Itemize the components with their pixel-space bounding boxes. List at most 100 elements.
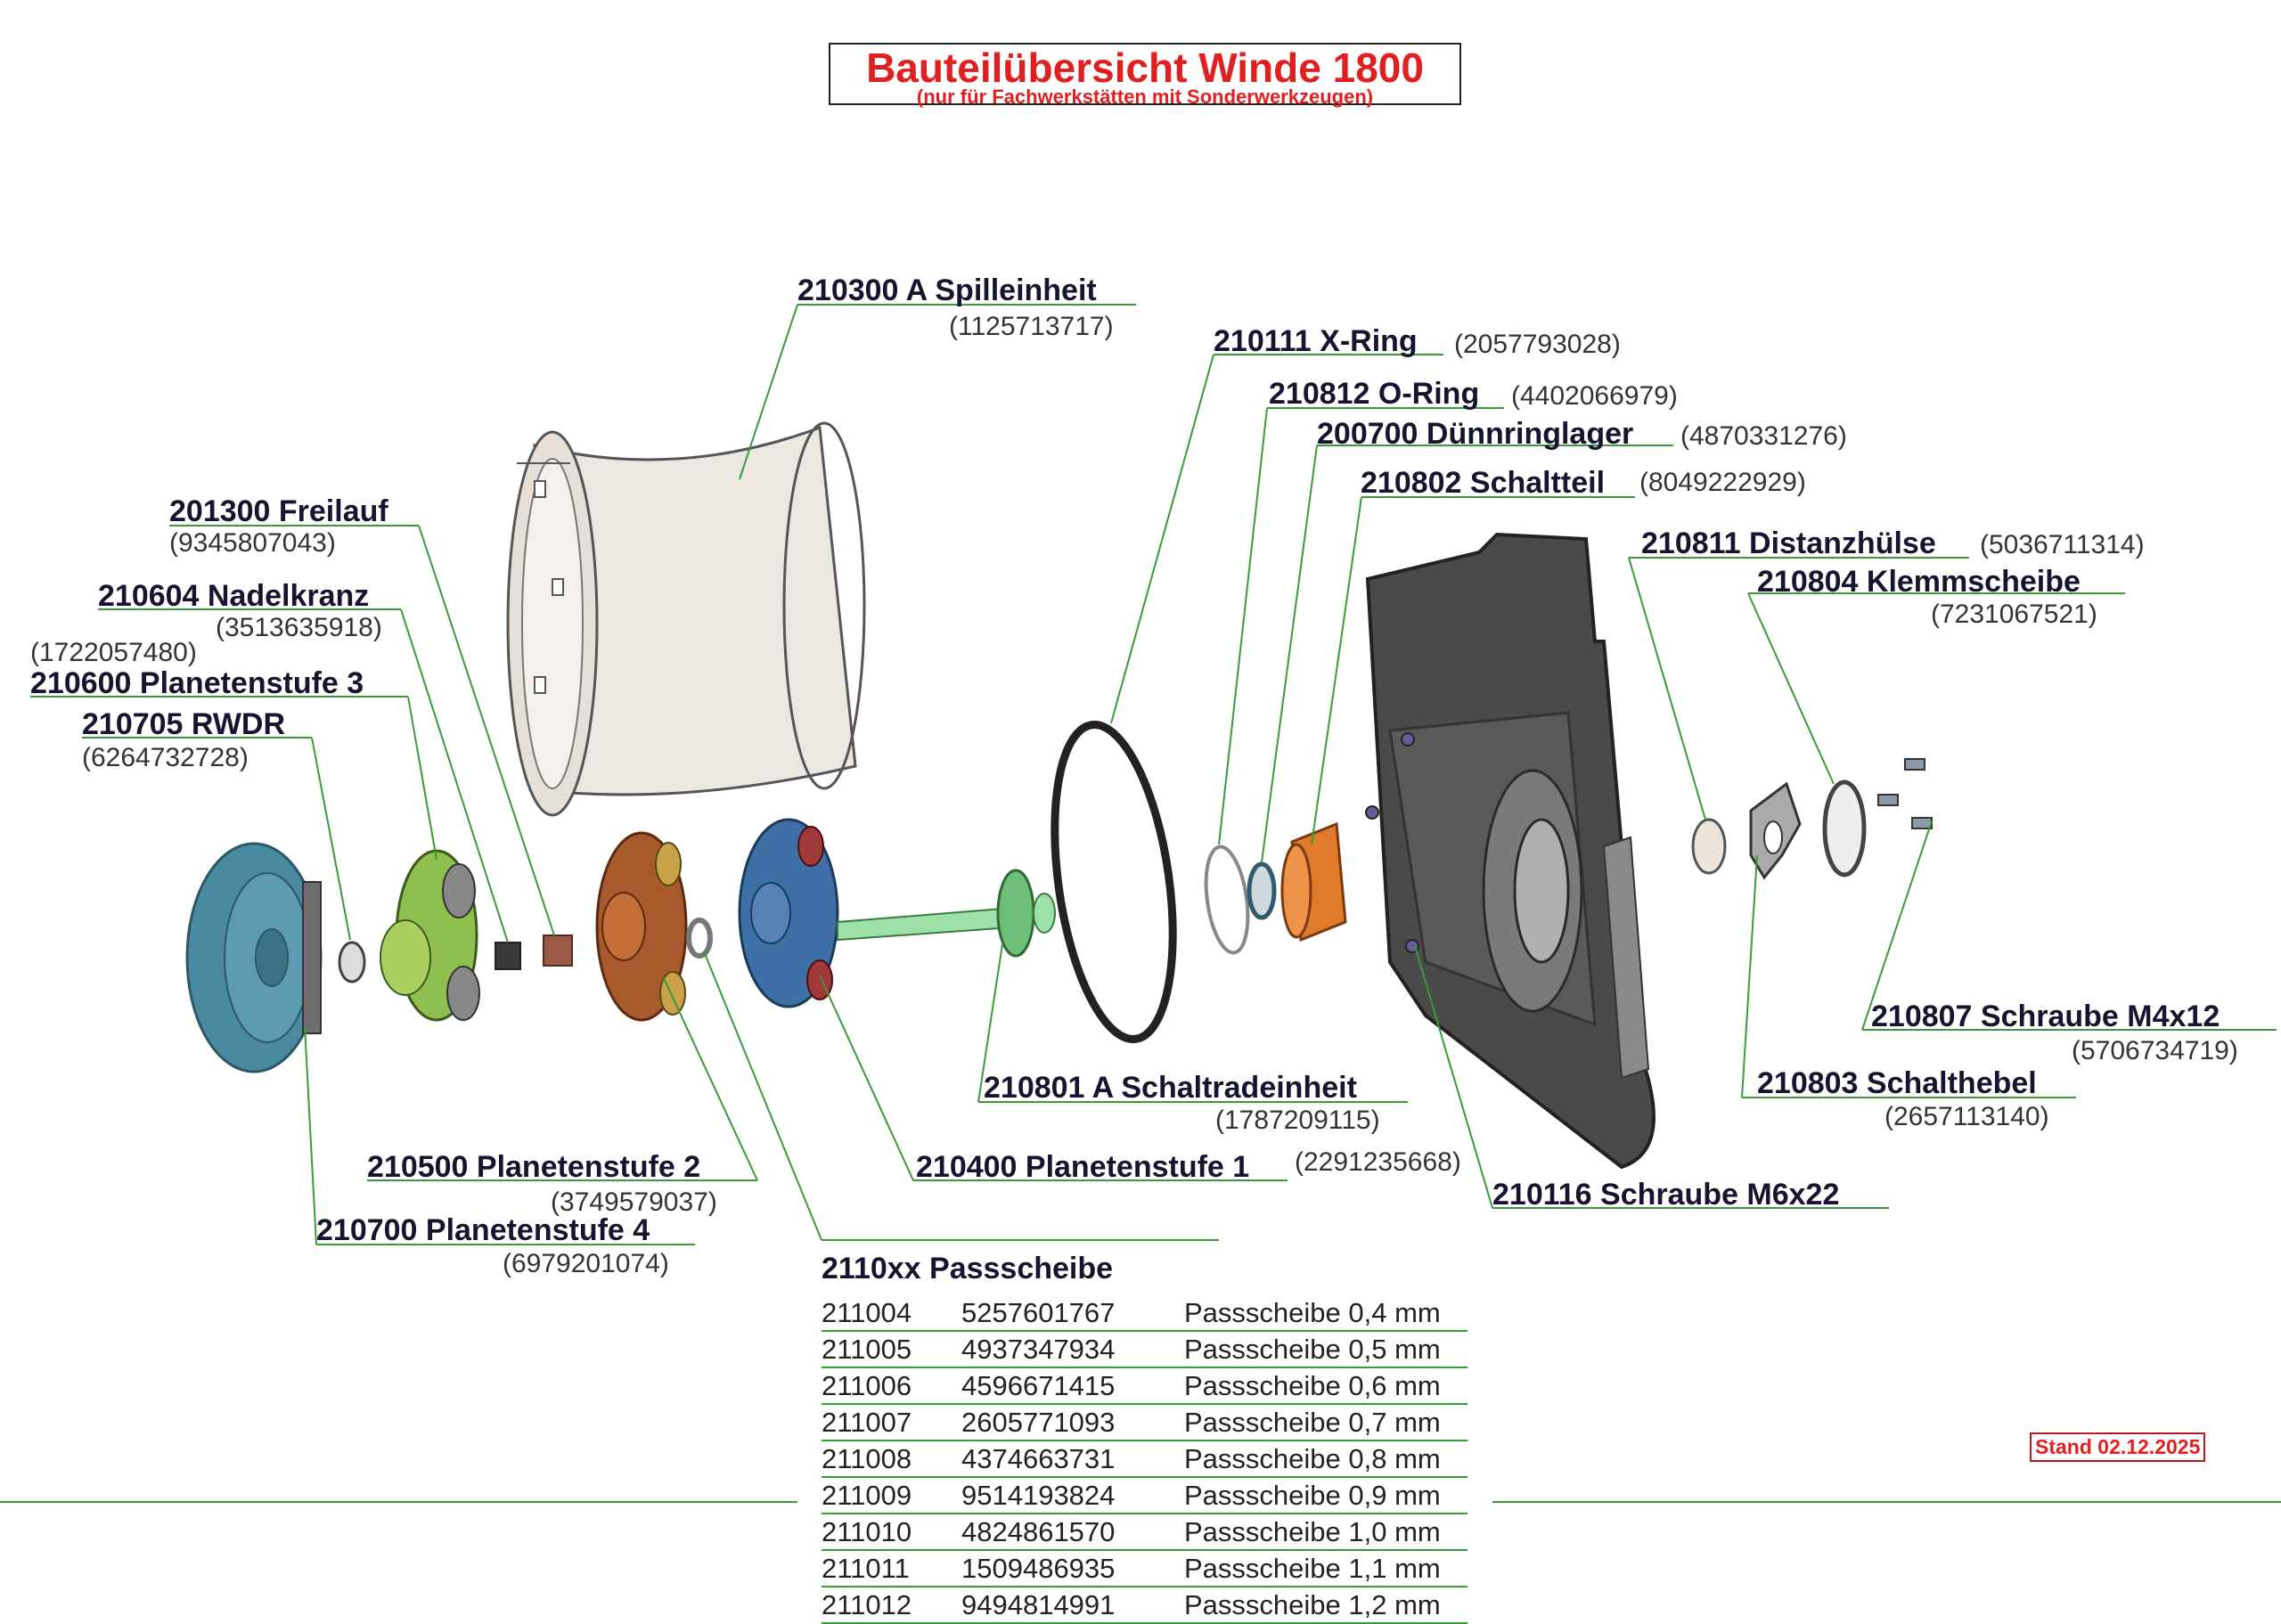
passscheibe-ring: [686, 918, 713, 959]
label-klemmscheibe: 210804 Klemmscheibe: [1757, 565, 2081, 599]
distanzhuelse: [1691, 818, 1727, 875]
cell-artikel: 211006: [822, 1367, 961, 1405]
label-planetenstufe4: 210700 Planetenstufe 4: [316, 1213, 650, 1247]
label-schaltradeinheit: 210801 A Schaltradeinheit: [984, 1071, 1357, 1105]
label-spilleinheit: 210300 A Spilleinheit: [797, 273, 1097, 307]
nadelkranz: [495, 942, 521, 970]
code-rwdr: (6264732728): [82, 743, 249, 772]
code-planetenstufe1: (2291235668): [1295, 1147, 1461, 1177]
cell-artikel: 211007: [822, 1404, 961, 1441]
code-x-ring: (2057793028): [1454, 330, 1621, 359]
label-planetenstufe2: 210500 Planetenstufe 2: [367, 1150, 701, 1184]
code-schaltradeinheit: (1787209115): [1215, 1106, 1380, 1135]
cell-bezeichnung: Passscheibe 0,4 mm: [1184, 1295, 1468, 1332]
page-title: Bauteilübersicht Winde 1800: [866, 45, 1424, 91]
cell-artikel: 211010: [822, 1514, 961, 1551]
cell-artikel: 211009: [822, 1477, 961, 1514]
cell-bezeichnung: Passscheibe 1,0 mm: [1184, 1514, 1468, 1551]
label-distanzhuelse: 210811 Distanzhülse: [1641, 526, 1936, 560]
spilleinheit-drum: [506, 421, 866, 817]
code-planetenstufe3: (1722057480): [30, 638, 197, 667]
cell-bezeichnung: Passscheibe 0,7 mm: [1184, 1404, 1468, 1441]
o-ring: [1204, 845, 1250, 955]
label-rwdr: 210705 RWDR: [82, 707, 286, 741]
cell-artikel: 211011: [822, 1550, 961, 1587]
planetenstufe1-gear: [738, 818, 839, 1008]
label-schraube-m4: 210807 Schraube M4x12: [1871, 1000, 2220, 1033]
passscheibe-header: 2110xx Passscheibe: [822, 1252, 1114, 1285]
leader-lines: [30, 304, 2277, 1245]
cell-bezeichnung: Passscheibe 0,8 mm: [1184, 1440, 1468, 1478]
label-nadelkranz: 210604 Nadelkranz: [98, 579, 370, 613]
cell-artikel: 211008: [822, 1440, 961, 1478]
label-duennringlager: 200700 Dünnringlager: [1317, 417, 1634, 451]
label-o-ring: 210812 O-Ring: [1269, 377, 1480, 411]
cell-bezeichnung: Passscheibe 1,1 mm: [1184, 1550, 1468, 1587]
label-planetenstufe1: 210400 Planetenstufe 1: [916, 1150, 1250, 1184]
label-planetenstufe3: 210600 Planetenstufe 3: [30, 666, 364, 700]
cell-bezeichnung: Passscheibe 0,5 mm: [1184, 1331, 1468, 1368]
planetenstufe2-gear: [595, 831, 688, 1022]
code-nadelkranz: (3513635918): [216, 613, 382, 642]
freilauf: [543, 934, 573, 967]
code-schraube-m4: (5706734719): [2072, 1036, 2238, 1065]
cell-nummer: 9514193824: [961, 1477, 1184, 1514]
cell-nummer: 2605771093: [961, 1404, 1184, 1441]
cell-nummer: 9494814991: [961, 1587, 1184, 1624]
schaltradeinheit: [837, 869, 1056, 958]
title-box: Bauteilübersicht Winde 1800 (nur für Fac…: [829, 43, 1461, 108]
end-cover: [185, 842, 323, 1073]
cell-nummer: 4596671415: [961, 1367, 1184, 1405]
code-planetenstufe2: (3749579037): [551, 1187, 717, 1217]
cell-bezeichnung: Passscheibe 1,2 mm: [1184, 1587, 1468, 1624]
code-klemmscheibe: (7231067521): [1931, 600, 2097, 629]
cell-nummer: 4824861570: [961, 1514, 1184, 1551]
planetenstufe3-gear: [380, 849, 480, 1022]
cell-artikel: 211004: [822, 1295, 961, 1332]
cell-artikel: 211005: [822, 1331, 961, 1368]
cell-bezeichnung: Passscheibe 0,6 mm: [1184, 1367, 1468, 1405]
klemmscheibe: [1822, 779, 1867, 877]
code-freilauf: (9345807043): [169, 528, 336, 558]
label-x-ring: 210111 X-Ring: [1214, 324, 1418, 358]
code-o-ring: (4402066979): [1511, 381, 1678, 411]
stand-date: Stand 02.12.2025: [2030, 1432, 2206, 1462]
cell-artikel: 211012: [822, 1587, 961, 1624]
code-spilleinheit: (1125713717): [949, 312, 1114, 341]
page-subtitle: (nur für Fachwerkstätten mit Sonderwerkz…: [916, 86, 1374, 108]
cell-nummer: 5257601767: [961, 1295, 1184, 1332]
cell-nummer: 4937347934: [961, 1331, 1184, 1368]
gearbox-housing: [1365, 532, 1656, 1170]
duennringlager: [1247, 861, 1277, 920]
cell-nummer: 4374663731: [961, 1440, 1184, 1478]
label-freilauf: 201300 Freilauf: [169, 494, 388, 528]
schaltteil: [1280, 821, 1347, 943]
code-duennringlager: (4870331276): [1680, 421, 1847, 451]
label-schraube-m6: 210116 Schraube M6x22: [1492, 1178, 1840, 1212]
label-schaltteil: 210802 Schaltteil: [1361, 466, 1606, 500]
label-schalthebel: 210803 Schalthebel: [1757, 1066, 2037, 1100]
code-distanzhuelse: (5036711314): [1980, 530, 2145, 559]
schalthebel: [1749, 781, 1802, 880]
code-planetenstufe4: (6979201074): [503, 1249, 669, 1278]
rwdr-seal: [338, 941, 366, 983]
cell-nummer: 1509486935: [961, 1550, 1184, 1587]
schrauben-m4: [1877, 758, 1933, 829]
code-schaltteil: (8049222929): [1639, 468, 1806, 497]
code-schalthebel: (2657113140): [1884, 1102, 2049, 1131]
cell-bezeichnung: Passscheibe 0,9 mm: [1184, 1477, 1468, 1514]
x-ring: [1051, 721, 1177, 1043]
